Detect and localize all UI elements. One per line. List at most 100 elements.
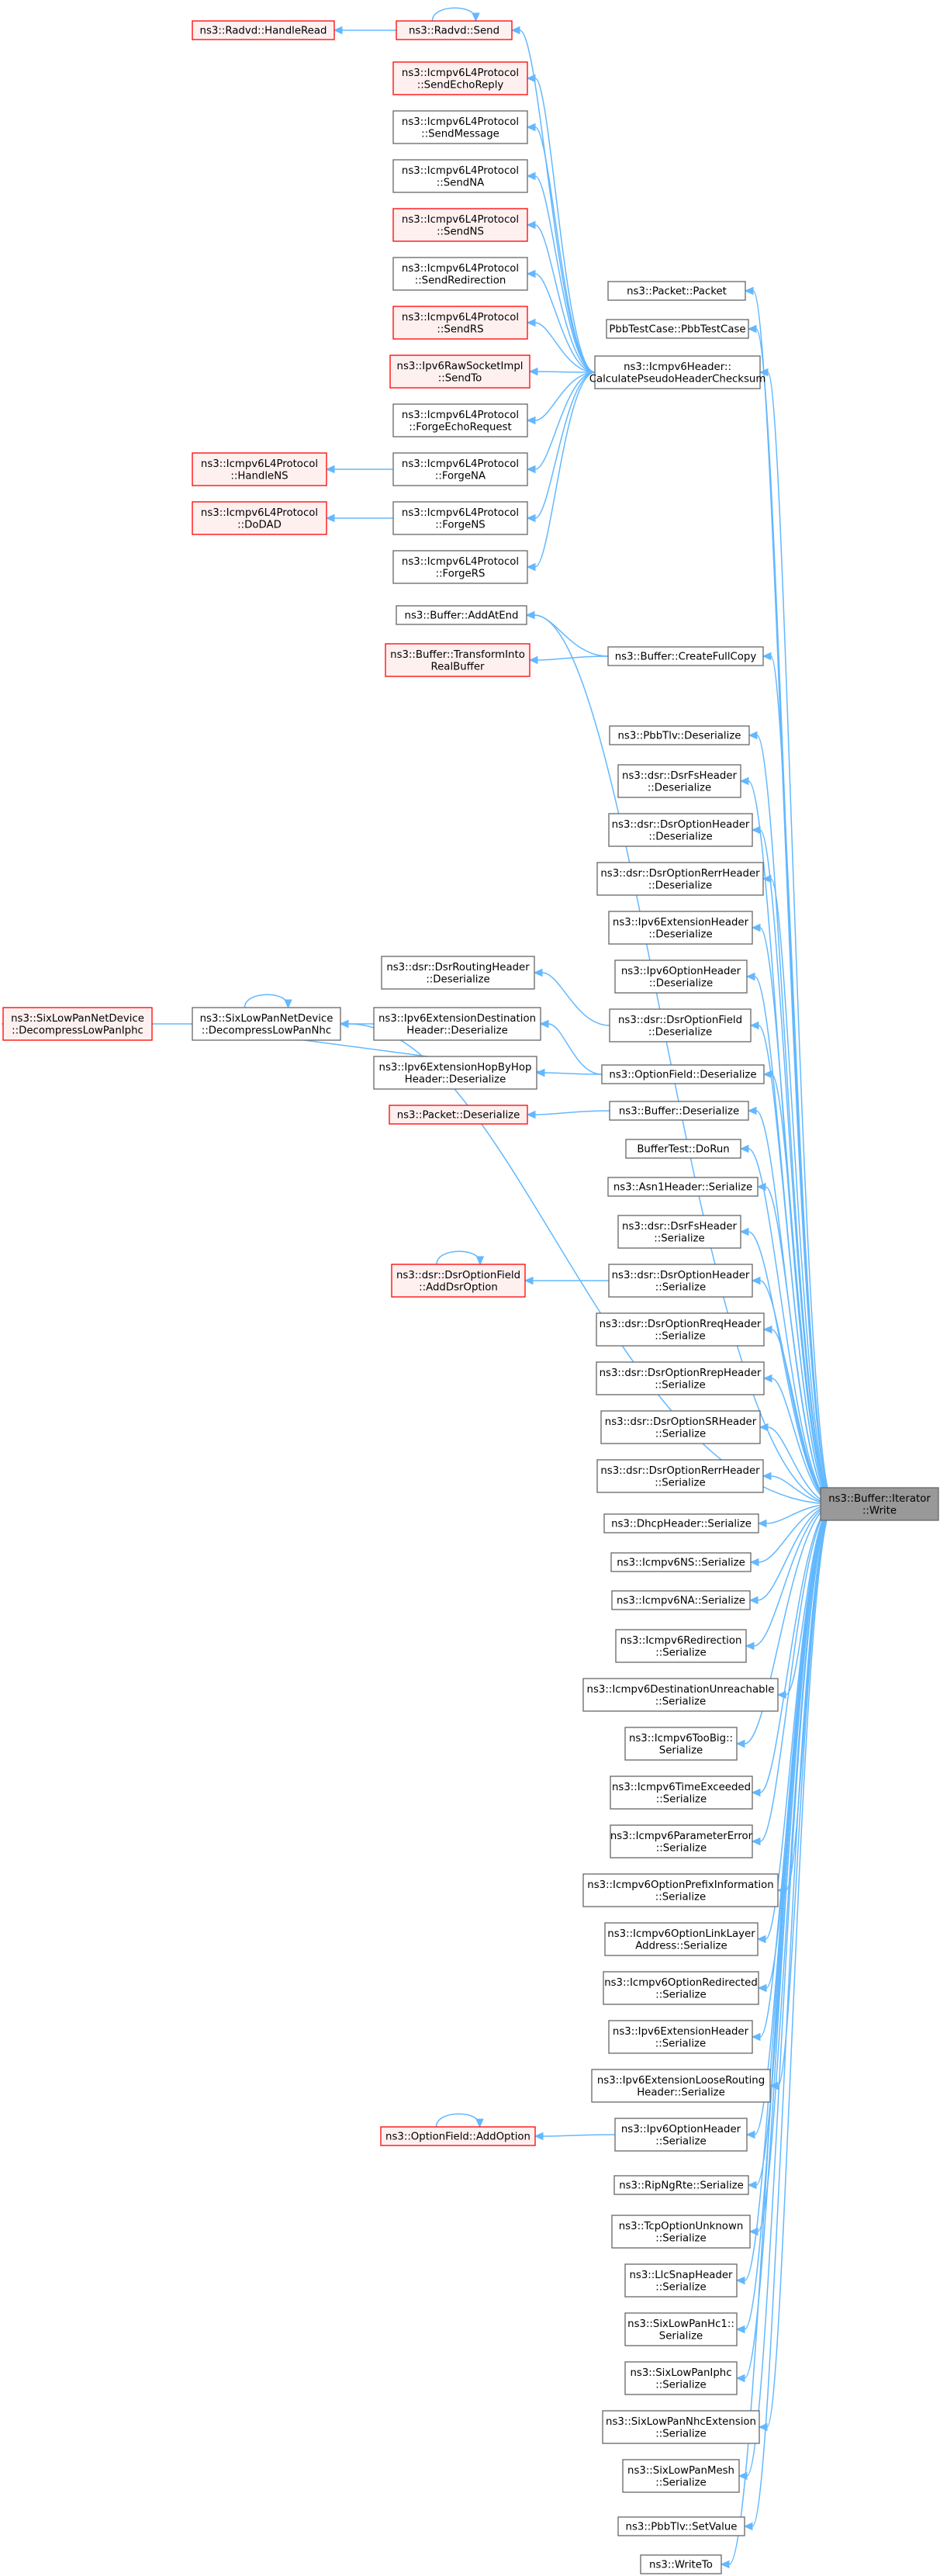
node-buffer-deserialize[interactable]: ns3::Buffer::Deserialize: [609, 1101, 749, 1121]
node-asn1header-serialize[interactable]: ns3::Asn1Header::Serialize: [607, 1177, 759, 1197]
node-box: [391, 1264, 526, 1298]
node-writeto[interactable]: ns3::WriteTo: [640, 2554, 722, 2574]
node-icmpv6l4-sendrs[interactable]: ns3::Icmpv6L4Protocol::SendRS: [392, 306, 528, 340]
node-buffertest-dorun[interactable]: BufferTest::DoRun: [625, 1139, 741, 1159]
edge-icmpv6l4-sendrs-to-icmpv6header-checksum: [526, 318, 596, 373]
node-label: ns3::Icmpv6L4Protocol: [402, 410, 519, 421]
edge-dsroptionfield-adddsroption-to-dsroptionfield-adddsroption: [436, 1250, 485, 1266]
node-ipv6extdest-deserialize[interactable]: ns3::Ipv6ExtensionDestinationHeader::Des…: [373, 1007, 541, 1041]
node-icmpv6optlinklayer-serialize[interactable]: ns3::Icmpv6OptionLinkLayerAddress::Seria…: [604, 1922, 759, 1956]
node-label: ::Serialize: [655, 2477, 706, 2488]
edge-icmpv6paramerror-serialize-to-target: [751, 1503, 835, 1846]
node-radvd-handleread[interactable]: ns3::Radvd::HandleRead: [192, 20, 335, 40]
node-icmpv6paramerror-serialize[interactable]: ns3::Icmpv6ParameterError::Serialize: [610, 1824, 753, 1859]
node-icmpv6l4-sendmessage[interactable]: ns3::Icmpv6L4Protocol::SendMessage: [392, 110, 528, 144]
node-sixlowpannhcext-serialize[interactable]: ns3::SixLowPanNhcExtension::Serialize: [602, 2410, 760, 2444]
node-label: ns3::Ipv6RawSocketImpl: [397, 361, 524, 372]
node-packet-packet[interactable]: ns3::Packet::Packet: [607, 281, 746, 301]
node-dsrfsheader-deserialize[interactable]: ns3::dsr::DsrFsHeader::Deserialize: [617, 764, 741, 798]
node-ripngrte-serialize[interactable]: ns3::RipNgRte::Serialize: [613, 2175, 749, 2195]
node-icmpv6na-serialize[interactable]: ns3::Icmpv6NA::Serialize: [611, 1590, 751, 1610]
node-dsrfsheader-serialize[interactable]: ns3::dsr::DsrFsHeader::Serialize: [617, 1215, 741, 1249]
node-icmpv6optredirected-serialize[interactable]: ns3::Icmpv6OptionRedirected::Serialize: [603, 1971, 759, 2005]
node-llcsnapheader-serialize[interactable]: ns3::LlcSnapHeader::Serialize: [624, 2263, 738, 2298]
node-icmpv6l4-forgers[interactable]: ns3::Icmpv6L4Protocol::ForgeRS: [392, 550, 528, 584]
node-optionfield-deserialize[interactable]: ns3::OptionField::Deserialize: [601, 1064, 765, 1084]
node-buffer-addatend[interactable]: ns3::Buffer::AddAtEnd: [396, 605, 527, 625]
node-label: ::Serialize: [655, 2135, 706, 2147]
edge-line: [759, 829, 835, 1505]
node-ipv6rawsocket-sendto[interactable]: ns3::Ipv6RawSocketImpl::SendTo: [389, 354, 530, 389]
node-target[interactable]: ns3::Buffer::Iterator::Write: [820, 1487, 939, 1521]
node-dsroptionrrepheader-serialize[interactable]: ns3::dsr::DsrOptionRrepHeader::Serialize: [596, 1361, 765, 1395]
node-sixlowpanhc1-serialize[interactable]: ns3::SixLowPanHc1::Serialize: [624, 2312, 738, 2346]
node-tcpoptionunknown-serialize[interactable]: ns3::TcpOptionUnknown::Serialize: [611, 2215, 751, 2249]
edge-line: [534, 175, 596, 373]
node-sixlowpanmesh-serialize[interactable]: ns3::SixLowPanMesh::Serialize: [622, 2459, 740, 2493]
node-label: ns3::LlcSnapHeader: [629, 2270, 733, 2281]
node-icmpv6ns-serialize[interactable]: ns3::Icmpv6NS::Serialize: [610, 1552, 752, 1572]
node-icmpv6timeexceeded-serialize[interactable]: ns3::Icmpv6TimeExceeded::Serialize: [610, 1776, 753, 1810]
edge-arrowhead: [526, 1110, 536, 1119]
node-ipv6exthopbyhop-deserialize[interactable]: ns3::Ipv6ExtensionHopByHopHeader::Deseri…: [373, 1056, 537, 1090]
node-label: ::Deserialize: [649, 977, 713, 989]
edge-sixlowpannhcext-serialize-to-target: [758, 1503, 835, 2432]
node-icmpv6redirection-serialize[interactable]: ns3::Icmpv6Redirection::Serialize: [615, 1629, 747, 1663]
node-buffer-createfullcopy[interactable]: ns3::Buffer::CreateFullCopy: [607, 646, 764, 666]
node-label: ns3::Radvd::HandleRead: [200, 26, 327, 37]
node-icmpv6toobig-serialize[interactable]: ns3::Icmpv6TooBig::Serialize: [624, 1727, 738, 1761]
node-dsroptionfield-deserialize[interactable]: ns3::dsr::DsrOptionField::Deserialize: [609, 1008, 752, 1043]
node-pbbtlv-deserialize[interactable]: ns3::PbbTlv::Deserialize: [609, 725, 750, 745]
node-dsroptionrerrheader-deserialize[interactable]: ns3::dsr::DsrOptionRerrHeader::Deseriali…: [596, 862, 764, 896]
node-icmpv6l4-sendns[interactable]: ns3::Icmpv6L4Protocol::SendNS: [392, 208, 528, 242]
node-icmpv6l4-forgeechorequest[interactable]: ns3::Icmpv6L4Protocol::ForgeEchoRequest: [392, 403, 528, 437]
node-sixlowpan-decompressiphc[interactable]: ns3::SixLowPanNetDevice::DecompressLowPa…: [2, 1007, 153, 1041]
node-label: ::Serialize: [655, 1989, 706, 2000]
node-icmpv6header-checksum[interactable]: ns3::Icmpv6Header::CalculatePseudoHeader…: [589, 355, 766, 389]
node-dsrroutingheader-deserialize[interactable]: ns3::dsr::DsrRoutingHeader::Deserialize: [381, 956, 535, 990]
node-label: ns3::Icmpv6L4Protocol: [402, 214, 519, 226]
node-label: ns3::Icmpv6NS::Serialize: [617, 1558, 745, 1569]
node-packet-deserialize[interactable]: ns3::Packet::Deserialize: [389, 1105, 528, 1125]
node-icmpv6destunreach-serialize[interactable]: ns3::Icmpv6DestinationUnreachable::Seria…: [582, 1678, 779, 1712]
node-dsroptionfield-adddsroption[interactable]: ns3::dsr::DsrOptionField::AddDsrOption: [391, 1264, 526, 1298]
edge-arrowhead: [749, 1021, 759, 1030]
node-optionfield-addoption[interactable]: ns3::OptionField::AddOption: [380, 2126, 536, 2146]
node-box: [600, 1410, 761, 1444]
node-radvd-send[interactable]: ns3::Radvd::Send: [396, 20, 513, 40]
node-ipv6extensionheader-deserialize[interactable]: ns3::Ipv6ExtensionHeader::Deserialize: [608, 911, 753, 945]
node-ipv6optionheader-deserialize[interactable]: ns3::Ipv6OptionHeader::Deserialize: [614, 960, 748, 994]
node-dsroptionrerrheader-serialize[interactable]: ns3::dsr::DsrOptionRerrHeader::Serialize: [596, 1459, 764, 1493]
node-icmpv6l4-sendna[interactable]: ns3::Icmpv6L4Protocol::SendNA: [392, 159, 528, 193]
node-label: ns3::dsr::DsrOptionSRHeader: [605, 1416, 757, 1428]
edge-arrowhead: [751, 1837, 761, 1846]
edge-arrowhead: [284, 999, 292, 1009]
node-pbbtestcase[interactable]: PbbTestCase::PbbTestCase: [606, 319, 749, 339]
node-sixlowpaniphc-serialize[interactable]: ns3::SixLowPanIphc::Serialize: [624, 2361, 738, 2395]
edge-line: [544, 1072, 603, 1075]
node-label: ns3::Icmpv6Header::: [624, 361, 731, 373]
node-icmpv6l4-forgens[interactable]: ns3::Icmpv6L4Protocol::ForgeNS: [392, 501, 528, 535]
node-label: CalculatePseudoHeaderChecksum: [589, 373, 766, 385]
node-label: ns3::Icmpv6NA::Serialize: [617, 1596, 745, 1607]
node-dsroptionheader-serialize[interactable]: ns3::dsr::DsrOptionHeader::Serialize: [608, 1264, 753, 1298]
node-icmpv6l4-sendechoreply[interactable]: ns3::Icmpv6L4Protocol::SendEchoReply: [392, 61, 528, 95]
node-dsroptionheader-deserialize[interactable]: ns3::dsr::DsrOptionHeader::Deserialize: [608, 813, 753, 847]
node-icmpv6l4-dodad[interactable]: ns3::Icmpv6L4Protocol::DoDAD: [192, 501, 327, 535]
node-pbbtlv-setvalue[interactable]: ns3::PbbTlv::SetValue: [617, 2516, 745, 2536]
edge-arrowhead: [739, 1144, 749, 1153]
node-ipv6optionheader-serialize[interactable]: ns3::Ipv6OptionHeader::Serialize: [614, 2118, 748, 2152]
node-icmpv6optprefix-serialize[interactable]: ns3::Icmpv6OptionPrefixInformation::Seri…: [582, 1873, 779, 1907]
node-ipv6extlooserouting-serialize[interactable]: ns3::Ipv6ExtensionLooseRoutingHeader::Se…: [591, 2069, 771, 2103]
node-icmpv6l4-forgena[interactable]: ns3::Icmpv6L4Protocol::ForgeNA: [392, 452, 528, 486]
node-icmpv6l4-handlens[interactable]: ns3::Icmpv6L4Protocol::HandleNS: [192, 452, 327, 486]
node-dsroptionsrheader-serialize[interactable]: ns3::dsr::DsrOptionSRHeader::Serialize: [600, 1410, 761, 1444]
node-icmpv6l4-sendredirection[interactable]: ns3::Icmpv6L4Protocol::SendRedirection: [392, 257, 528, 291]
node-sixlowpan-decompressnhc[interactable]: ns3::SixLowPanNetDevice::DecompressLowPa…: [192, 1007, 341, 1041]
node-box: [594, 355, 761, 389]
node-dsroptionrreqheader-serialize[interactable]: ns3::dsr::DsrOptionRreqHeader::Serialize: [596, 1312, 765, 1347]
node-ipv6extensionheader-serialize[interactable]: ns3::Ipv6ExtensionHeader::Serialize: [608, 2020, 753, 2054]
node-dhcpheader-serialize[interactable]: ns3::DhcpHeader::Serialize: [603, 1513, 759, 1533]
